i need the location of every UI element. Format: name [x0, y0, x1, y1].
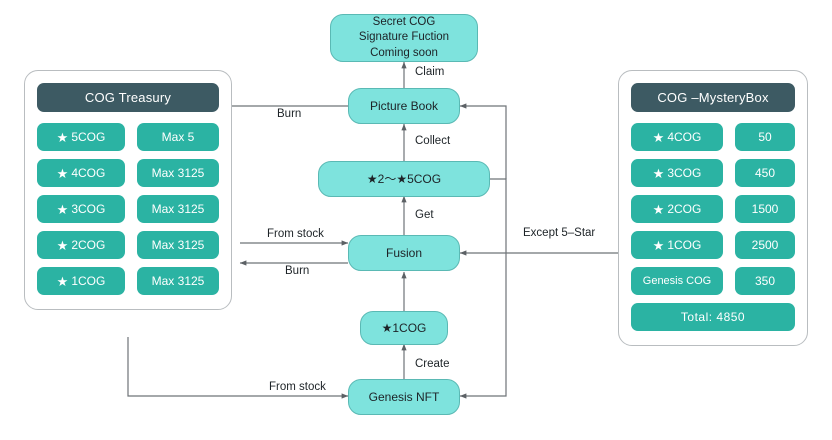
mysterybox-row: Genesis COG 350 — [631, 267, 795, 295]
edge-label-claim: Claim — [412, 66, 448, 78]
edge-label-except-5star: Except 5–Star — [520, 227, 599, 239]
mysterybox-row: ★ 2COG 1500 — [631, 195, 795, 223]
treasury-row: ★ 3COG Max 3125 — [37, 195, 219, 223]
mysterybox-row-label-text: 3COG — [667, 166, 702, 180]
treasury-row-label: ★ 1COG — [37, 267, 125, 295]
treasury-row: ★ 5COG Max 5 — [37, 123, 219, 151]
mysterybox-row-label: ★ 1COG — [631, 231, 723, 259]
edge-label-create: Create — [412, 358, 453, 370]
edge-fromstock-genesis — [127, 337, 349, 399]
treasury-row: ★ 4COG Max 3125 — [37, 159, 219, 187]
mysterybox-row-label: ★ 3COG — [631, 159, 723, 187]
mysterybox-row-label: ★ 2COG — [631, 195, 723, 223]
node-secret-cog-line-2: Signature Fuction — [358, 31, 450, 44]
mysterybox-total: Total: 4850 — [631, 303, 795, 331]
mysterybox-row-value: 2500 — [735, 231, 795, 259]
treasury-row-label-text: 3COG — [71, 202, 106, 216]
star-icon: ★ — [56, 273, 69, 289]
node-star-1cog: ★1COG — [360, 311, 448, 345]
mysterybox-row-value: 350 — [735, 267, 795, 295]
mysterybox-row: ★ 4COG 50 — [631, 123, 795, 151]
treasury-row-value: Max 3125 — [137, 195, 219, 223]
mysterybox-row-label-text: 1COG — [667, 238, 702, 252]
node-secret-cog: Secret COG Signature Fuction Coming soon — [330, 14, 478, 62]
treasury-row-label: ★ 5COG — [37, 123, 125, 151]
treasury-row-label-text: 2COG — [71, 238, 106, 252]
star-icon: ★ — [652, 165, 665, 181]
treasury-row-label-text: 1COG — [71, 274, 106, 288]
mysterybox-row-label: ★ 4COG — [631, 123, 723, 151]
edge-label-fromstock-genesis: From stock — [266, 381, 329, 393]
treasury-row-value: Max 3125 — [137, 159, 219, 187]
mysterybox-row: ★ 1COG 2500 — [631, 231, 795, 259]
mysterybox-row-value: 1500 — [735, 195, 795, 223]
node-secret-cog-line-3: Coming soon — [370, 46, 438, 59]
edge-label-collect: Collect — [412, 135, 454, 147]
treasury-row-label: ★ 4COG — [37, 159, 125, 187]
cog-mysterybox-panel: COG –MysteryBox ★ 4COG 50 ★ 3COG 450 ★ 2… — [618, 70, 808, 346]
mysterybox-total-row: Total: 4850 — [631, 303, 795, 331]
mysterybox-row-label-text: 2COG — [667, 202, 702, 216]
mysterybox-row-label: Genesis COG — [631, 267, 723, 295]
treasury-row-value: Max 3125 — [137, 231, 219, 259]
edge-label-burn-top: Burn — [274, 108, 305, 120]
treasury-row-label-text: 4COG — [71, 166, 106, 180]
treasury-row-value: Max 3125 — [137, 267, 219, 295]
star-icon: ★ — [652, 237, 665, 253]
mysterybox-row-value: 450 — [735, 159, 795, 187]
cog-treasury-panel: COG Treasury ★ 5COG Max 5 ★ 4COG Max 312… — [24, 70, 232, 310]
edge-label-get: Get — [412, 209, 437, 221]
star-icon: ★ — [56, 165, 69, 181]
node-genesis-nft: Genesis NFT — [348, 379, 460, 415]
treasury-row-label: ★ 3COG — [37, 195, 125, 223]
node-picture-book: Picture Book — [348, 88, 460, 124]
treasury-row-label-text: 5COG — [71, 130, 106, 144]
treasury-row-label: ★ 2COG — [37, 231, 125, 259]
treasury-row: ★ 2COG Max 3125 — [37, 231, 219, 259]
mysterybox-row: ★ 3COG 450 — [631, 159, 795, 187]
star-icon: ★ — [56, 237, 69, 253]
edge-label-fromstock-fusion: From stock — [264, 228, 327, 240]
mysterybox-row-value: 50 — [735, 123, 795, 151]
node-star-range: ★2～★5COG — [318, 161, 490, 197]
edge-mysterybox-to-genesis — [459, 253, 507, 399]
star-icon: ★ — [652, 129, 665, 145]
cog-mysterybox-title: COG –MysteryBox — [631, 83, 795, 112]
star-icon: ★ — [56, 129, 69, 145]
treasury-row: ★ 1COG Max 3125 — [37, 267, 219, 295]
mysterybox-row-label-text: 4COG — [667, 130, 702, 144]
node-fusion: Fusion — [348, 235, 460, 271]
star-icon: ★ — [652, 201, 665, 217]
mysterybox-row-label-text: Genesis COG — [642, 275, 712, 287]
star-icon: ★ — [56, 201, 69, 217]
edge-mysterybox-to-picturebook — [459, 103, 507, 179]
treasury-row-value: Max 5 — [137, 123, 219, 151]
cog-treasury-title: COG Treasury — [37, 83, 219, 112]
node-secret-cog-line-1: Secret COG — [372, 15, 436, 28]
edge-label-burn-fusion: Burn — [282, 265, 313, 277]
